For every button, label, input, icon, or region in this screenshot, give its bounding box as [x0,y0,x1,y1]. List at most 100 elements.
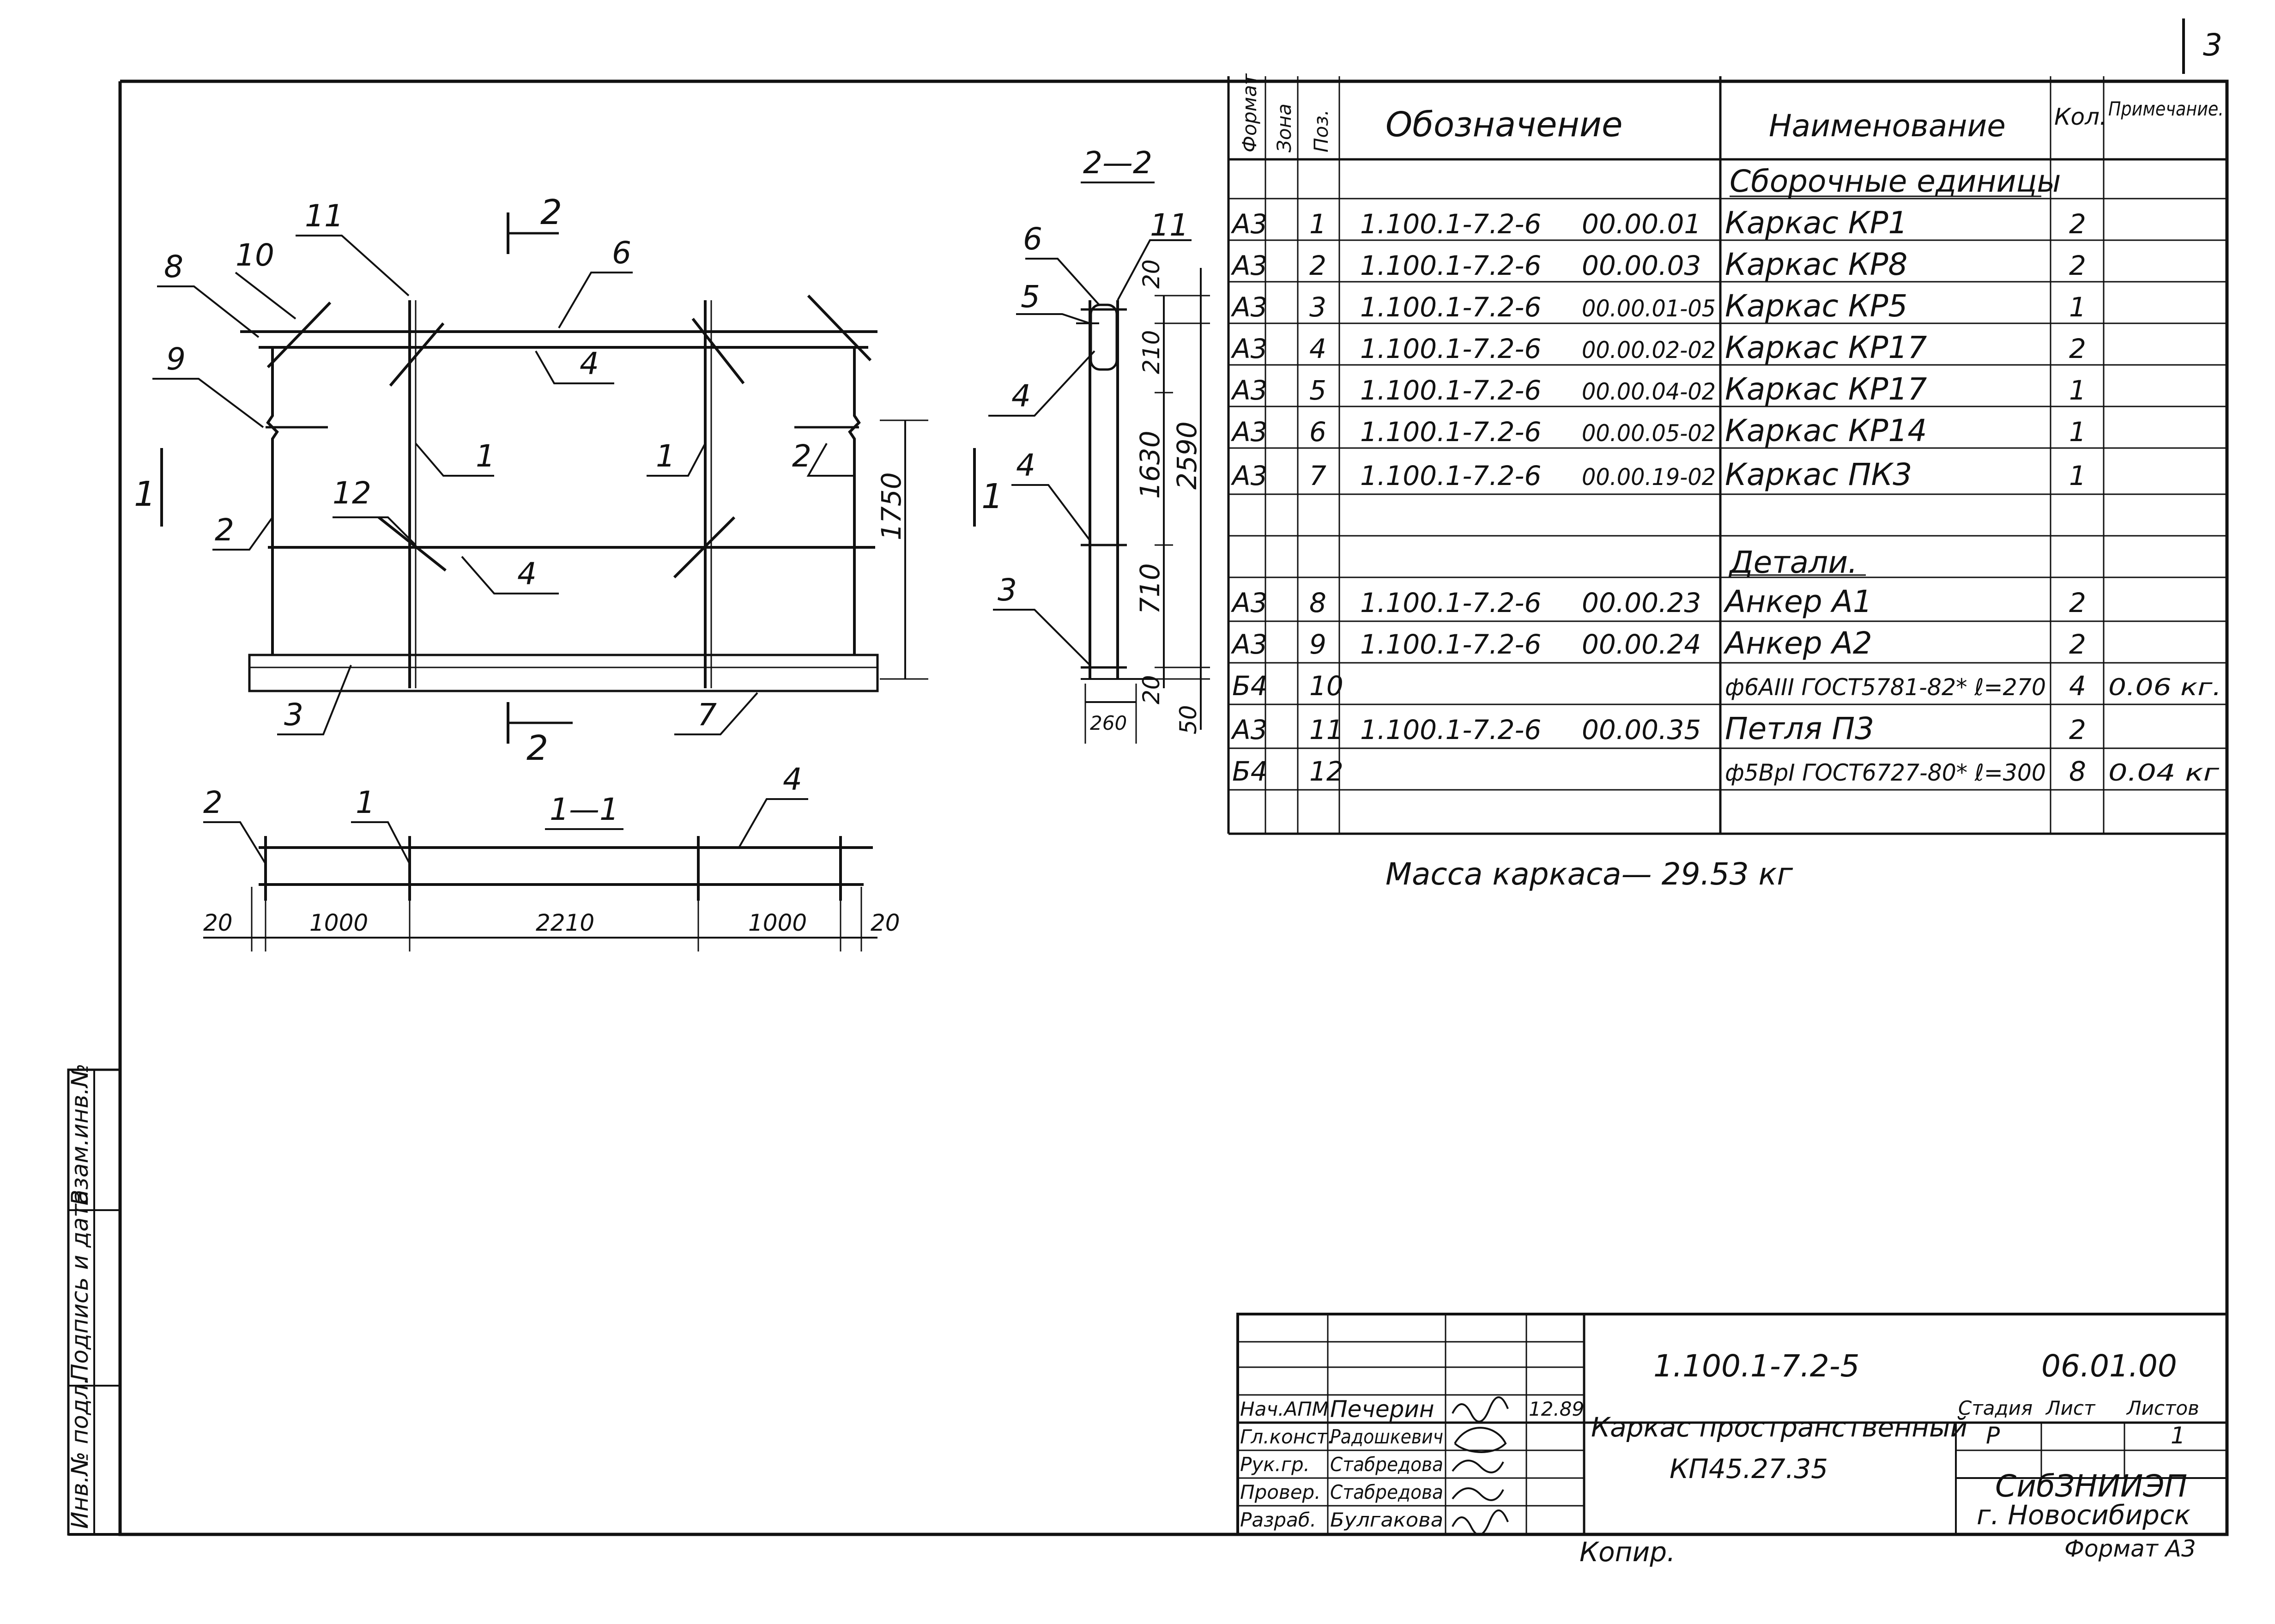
svg-text:1.100.1-7.2-6: 1.100.1-7.2-6 [1360,629,1541,660]
dim-20-top: 20 [1138,259,1165,289]
dim-plan-2210: 2210 [536,909,594,936]
signatory-row: Гл.конст. Радошкевич [1240,1425,1443,1448]
front-view: 1750 2 2 1 8 10 11 6 4 9 1 1 2 12 2 4 [134,193,928,768]
pos-label-1-plan: 1 [356,785,375,820]
svg-text:ф5ВрI ГОСТ6727-80* ℓ=300: ф5ВрI ГОСТ6727-80* ℓ=300 [1725,759,2046,786]
signatory-row: Рук.гр. Стабредова [1240,1453,1443,1476]
svg-text:А3: А3 [1230,375,1268,406]
org-line1: СибЗНИИЭП [1995,1468,2187,1504]
svg-text:Петля П3: Петля П3 [1725,711,1874,746]
svg-text:4: 4 [1309,333,1326,364]
pos-label-11: 11 [305,198,344,234]
pos-label-2-plan: 2 [203,785,223,820]
spec-row: А3 4 1.100.1-7.2-6 00.00.02-02 Каркас КР… [1230,330,2086,365]
spec-row: А3 9 1.100.1-7.2-6 00.00.24 Анкер А2 2 [1230,625,2086,661]
svg-text:А3: А3 [1230,416,1268,448]
left-stamp: Взам.инв.№ Подпись и дата Инв.№ подл. [67,1063,121,1536]
svg-text:А3: А3 [1230,629,1268,660]
spec-row: А3 6 1.100.1-7.2-6 00.00.05-02 Каркас КР… [1230,413,2086,448]
section-assembly: Сборочные единицы [1730,164,2061,199]
stage-value: Р [1986,1422,2000,1449]
sheet-label: Лист [2045,1397,2096,1419]
svg-text:Радошкевич: Радошкевич [1330,1425,1443,1448]
cut-mark-top: 2 [540,193,562,232]
spec-row: А3 8 1.100.1-7.2-6 00.00.23 Анкер А1 2 [1230,584,2086,619]
svg-text:А3: А3 [1230,333,1268,364]
dim-2590: 2590 [1171,421,1203,490]
section-details: Детали. [1728,545,1858,580]
svg-text:Каркас КР17: Каркас КР17 [1725,371,1927,407]
spec-row: А3 7 1.100.1-7.2-6 00.00.19-02 Каркас ПК… [1230,457,2086,492]
svg-text:1.100.1-7.2-6: 1.100.1-7.2-6 [1360,208,1541,240]
pos-label-9: 9 [166,341,186,377]
spec-table: Формат Зона Поз. Обозначение Наименовани… [1227,73,2227,835]
pos-label-12: 12 [333,475,371,511]
svg-text:4: 4 [2069,670,2086,702]
section-2-2: 2—2 20 210 1630 2590 710 20 50 260 1 [973,145,1210,744]
svg-text:Каркас ПК3: Каркас ПК3 [1725,457,1912,492]
hdr-zone: Зона [1273,103,1295,152]
svg-text:Анкер А2: Анкер А2 [1723,625,1872,661]
svg-text:2: 2 [2069,714,2086,745]
svg-text:1: 1 [1309,208,1326,240]
svg-text:А3: А3 [1230,291,1268,323]
svg-text:00.00.05-02: 00.00.05-02 [1582,420,1716,447]
svg-text:1: 1 [2069,460,2086,491]
svg-text:1.100.1-7.2-6: 1.100.1-7.2-6 [1360,250,1541,281]
mass-note: Масса каркаса— 29.53 кг [1386,856,1793,892]
dim-plan-20-right: 20 [871,909,900,936]
pos-label-4-section-mid: 4 [1016,448,1035,483]
signature-marks [1452,1396,1509,1536]
pos-label-1-right: 1 [656,438,675,474]
svg-text:А3: А3 [1230,208,1268,240]
svg-text:6: 6 [1309,416,1326,448]
svg-text:1.100.1-7.2-6: 1.100.1-7.2-6 [1360,416,1541,448]
hdr-format: Формат [1238,73,1261,152]
pos-label-3: 3 [284,697,303,733]
svg-text:1.100.1-7.2-6: 1.100.1-7.2-6 [1360,460,1541,491]
dim-260: 260 [1090,712,1127,734]
hdr-pos: Поз. [1310,109,1332,152]
pos-label-8: 8 [164,249,183,285]
cut-mark-right: 1 [981,477,1003,516]
pos-label-4-plan: 4 [783,762,802,797]
svg-text:5: 5 [1309,375,1326,406]
svg-text:00.00.35: 00.00.35 [1582,714,1701,745]
svg-text:1.100.1-7.2-6: 1.100.1-7.2-6 [1360,714,1541,745]
page-number: 3 [2203,27,2222,63]
svg-text:00.00.01: 00.00.01 [1582,208,1701,240]
svg-text:1: 1 [2069,291,2086,323]
hdr-designation: Обозначение [1386,105,1622,145]
hdr-note: Примечание. [2108,97,2224,120]
footer-format: Формат А3 [2064,1535,2196,1562]
svg-text:12: 12 [1309,756,1343,787]
svg-text:Разраб.: Разраб. [1240,1509,1316,1531]
signatory-row: Нач.АПМ Печерин [1240,1396,1434,1423]
spec-row: А3 3 1.100.1-7.2-6 00.00.01-05 Каркас КР… [1230,288,2086,324]
svg-text:Каркас КР14: Каркас КР14 [1725,413,1927,448]
dim-210: 210 [1138,330,1165,374]
dim-height: 1750 [876,472,907,540]
stage-label: Стадия [1958,1397,2033,1419]
sheets-label: Листов [2126,1397,2199,1419]
section-title-1-1: 1—1 [550,792,619,827]
sign-date: 12.89 [1529,1398,1584,1420]
pos-label-5: 5 [1021,279,1040,315]
doc-title-line2: КП45.27.35 [1670,1453,1828,1485]
svg-text:Б4: Б4 [1232,756,1268,787]
pos-label-6: 6 [612,235,631,271]
sheets-value: 1 [2171,1422,2185,1449]
svg-text:Стабредова: Стабредова [1330,1453,1443,1476]
dim-20-bottom: 20 [1138,675,1165,704]
svg-text:00.00.24: 00.00.24 [1582,629,1701,660]
svg-text:2: 2 [2069,333,2086,364]
svg-text:00.00.23: 00.00.23 [1582,587,1701,618]
svg-text:Каркас КР1: Каркас КР1 [1725,205,1907,241]
title-block: 1.100.1-7.2-5 06.01.00 Каркас пространст… [1236,1313,2228,1536]
svg-text:00.00.03: 00.00.03 [1582,250,1701,281]
svg-text:8: 8 [2069,756,2086,787]
cut-mark-left: 1 [134,474,156,514]
svg-text:Стабредова: Стабредова [1330,1481,1443,1503]
stamp-vzam-inv: Взам.инв.№ [67,1063,93,1206]
section-title-2-2: 2—2 [1083,145,1152,181]
